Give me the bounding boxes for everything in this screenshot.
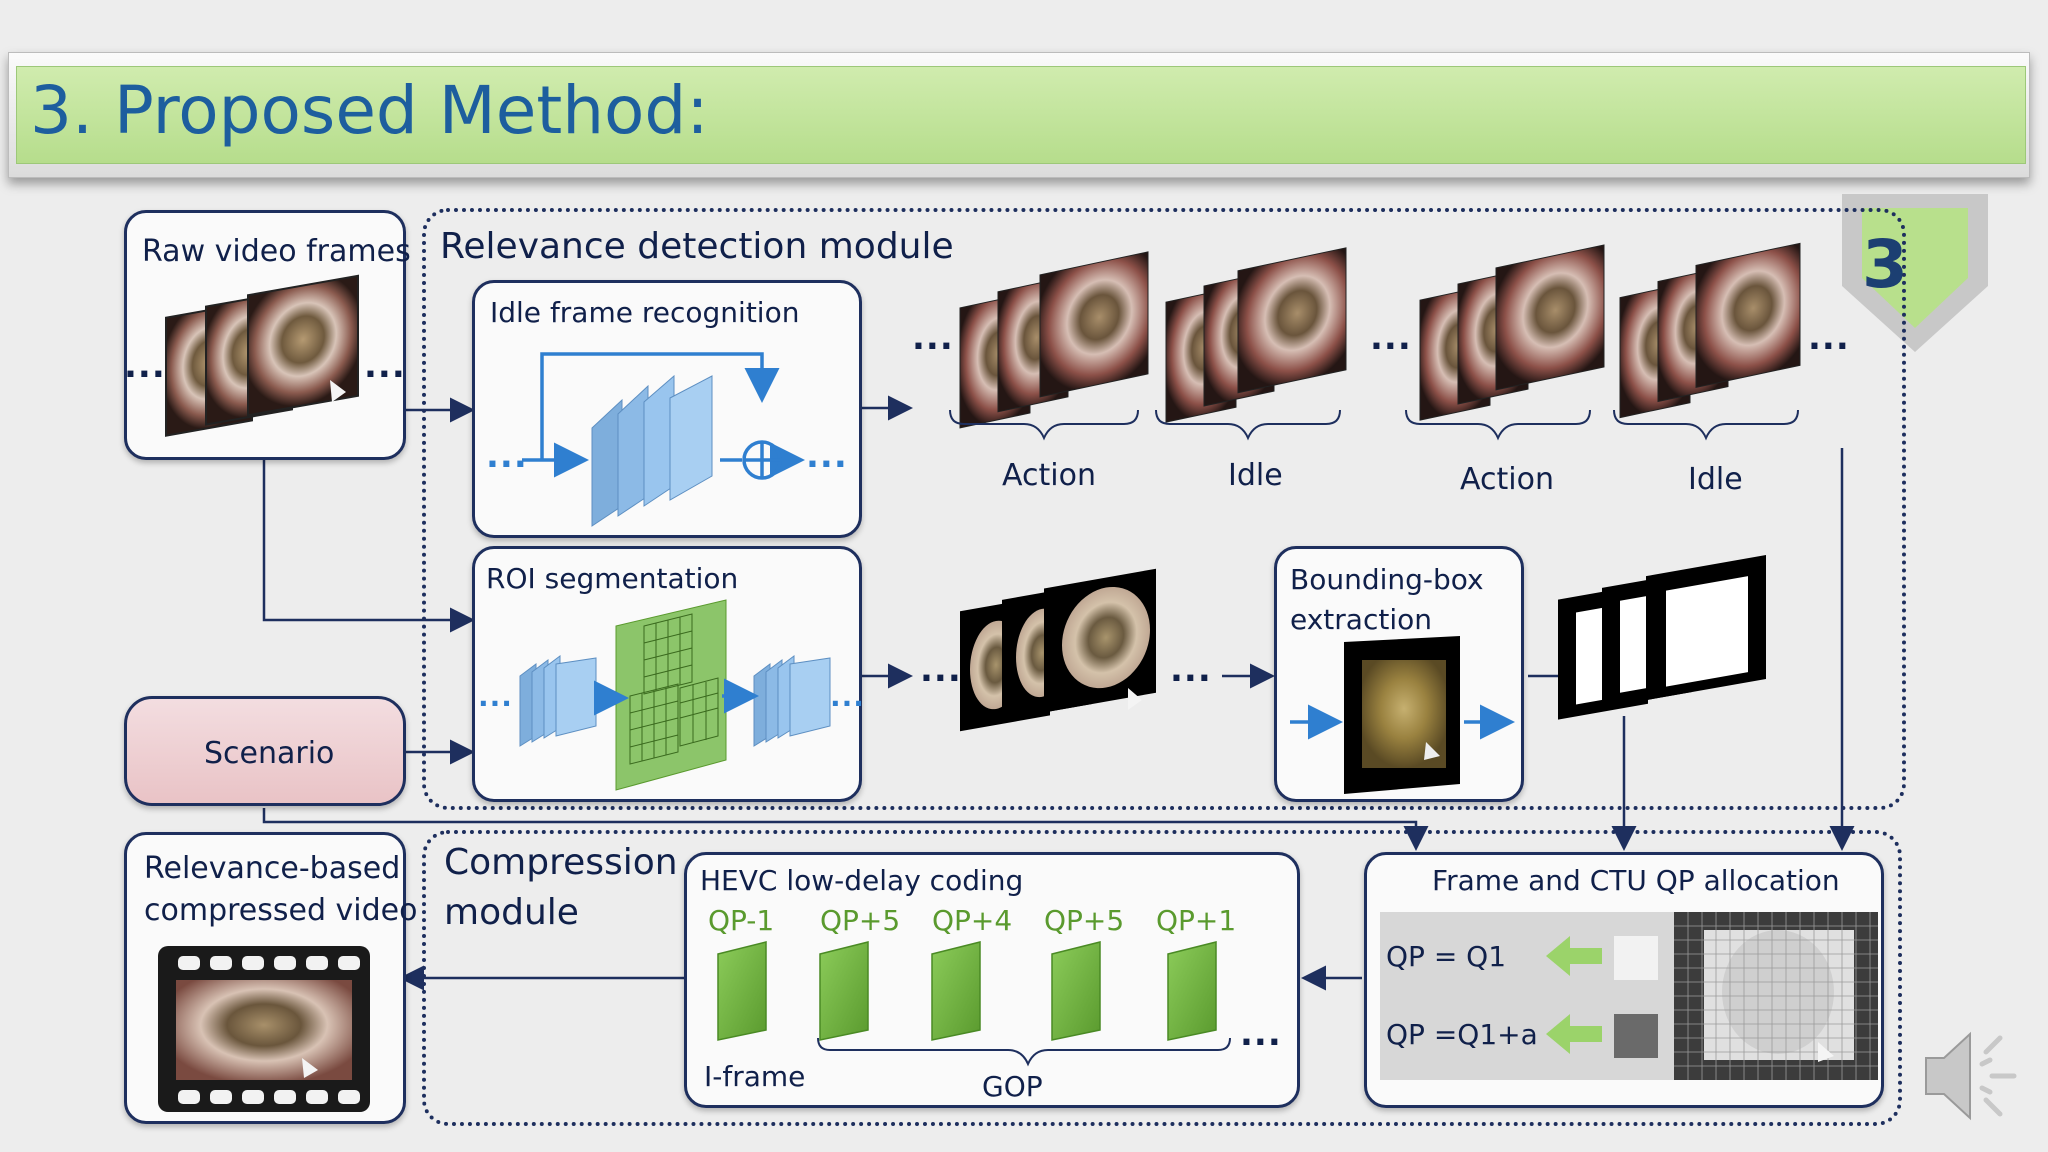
- frames-row-dots-3: ...: [1808, 318, 1850, 358]
- relevance-module-container: [422, 208, 1906, 810]
- film-strip-icon: [158, 946, 370, 1112]
- slide-number-badge: [1842, 194, 1988, 352]
- qp-legend-arrows: [1546, 936, 1658, 1058]
- qp-allocation-label: Frame and CTU QP allocation: [1432, 864, 1840, 897]
- frame-group-label-3: Action: [1460, 462, 1554, 497]
- frame-group-4: [1619, 242, 1801, 419]
- ctu-grid-image: [1674, 912, 1878, 1080]
- relevance-module-label: Relevance detection module: [440, 226, 954, 267]
- frame-group-1: [959, 251, 1149, 429]
- qp-value-1: QP = Q1: [1386, 940, 1507, 973]
- roi-dots-left: ...: [478, 680, 513, 713]
- gop-frames-diagram: [717, 941, 1231, 1067]
- frame-group-2: [1165, 247, 1347, 423]
- hevc-dots: ...: [1240, 1014, 1282, 1054]
- frame-group-label-2: Idle: [1228, 458, 1283, 493]
- qp-label-3: QP+4: [932, 904, 1013, 937]
- idle-dots-right: ...: [806, 436, 848, 476]
- scenario-box: [124, 696, 406, 806]
- mask-frame-stack: [1558, 554, 1766, 720]
- roi-segmentation-label: ROI segmentation: [486, 562, 739, 595]
- frame-group-label-1: Action: [1002, 458, 1096, 493]
- iframe-label: I-frame: [704, 1060, 806, 1093]
- seg-row-dots-1: ...: [920, 650, 962, 690]
- frames-row-dots-2: ...: [1370, 318, 1412, 358]
- frames-row-dots-1: ...: [912, 318, 954, 358]
- roi-dots-right: ...: [830, 680, 865, 713]
- frame-group-label-4: Idle: [1688, 462, 1743, 497]
- scenario-label: Scenario: [204, 736, 335, 771]
- hevc-label: HEVC low-delay coding: [700, 864, 1024, 897]
- raw-video-frames-label: Raw video frames: [142, 234, 411, 269]
- title-band: [16, 66, 2026, 164]
- qp-label-2: QP+5: [820, 904, 901, 937]
- raw-dots-left: ...: [124, 346, 166, 386]
- speaker-icon[interactable]: [1920, 1024, 2020, 1124]
- qp-label-1: QP-1: [708, 904, 775, 937]
- bounding-box-diagram: [1290, 636, 1515, 794]
- slide-number: 3: [1862, 226, 1908, 303]
- surgery-frame-groups: [949, 242, 1801, 441]
- qp-label-4: QP+5: [1044, 904, 1125, 937]
- slide-title: 3. Proposed Method:: [30, 72, 709, 149]
- idle-dots-left: ...: [486, 436, 528, 476]
- raw-frame-stack: [165, 274, 359, 437]
- qp-value-2: QP =Q1+a: [1386, 1018, 1538, 1051]
- frame-group-3: [1419, 244, 1605, 421]
- segmented-frame-stack: [960, 568, 1156, 732]
- residual-network-diagram: [522, 352, 805, 527]
- raw-dots-right: ...: [364, 346, 406, 386]
- qp-label-5: QP+1: [1156, 904, 1237, 937]
- idle-frame-label: Idle frame recognition: [490, 296, 800, 329]
- seg-row-dots-2: ...: [1170, 650, 1212, 690]
- gop-label: GOP: [982, 1070, 1043, 1103]
- segmentation-network-diagram: [519, 599, 831, 791]
